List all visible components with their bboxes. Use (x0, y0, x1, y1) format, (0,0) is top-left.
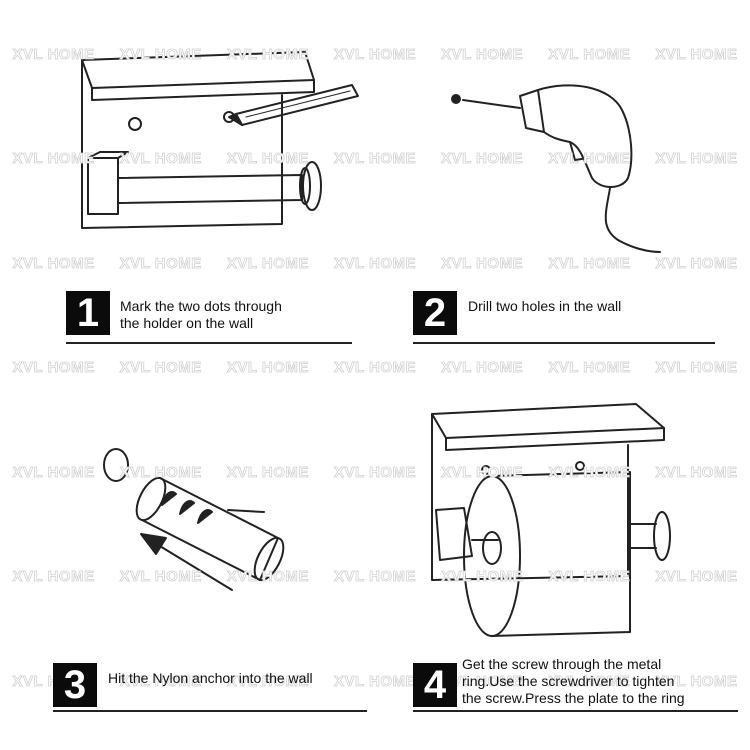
panel-2-illustration (451, 84, 661, 253)
step-3-number: 3 (53, 663, 97, 707)
step-4-line: ring.Use the screwdriver to tighten (462, 673, 675, 689)
panel-1-illustration (81, 51, 359, 229)
step-3-line: Hit the Nylon anchor into the wall (108, 670, 313, 686)
step-3-divider (53, 710, 367, 712)
panel-4-illustration (431, 403, 671, 637)
step-2-divider (413, 342, 715, 344)
panel-3-illustration (103, 448, 285, 591)
step-2-number: 2 (413, 291, 457, 335)
step-1-line: the holder on the wall (120, 315, 254, 331)
step-4-text: Get the screw through the metal ring.Use… (462, 656, 685, 707)
step-4-divider (413, 710, 738, 712)
step-3-text: Hit the Nylon anchor into the wall (108, 670, 313, 687)
step-4-line: the screw.Press the plate to the ring (462, 690, 685, 706)
step-4-number: 4 (413, 663, 457, 707)
step-2-line: Drill two holes in the wall (468, 298, 622, 314)
step-2-text: Drill two holes in the wall (468, 298, 621, 315)
step-4-line: Get the screw through the metal (462, 656, 662, 672)
step-1-text: Mark the two dots through the holder on … (120, 298, 282, 332)
step-1-number: 1 (66, 291, 110, 335)
step-1-line: Mark the two dots through (120, 298, 282, 314)
step-1-divider (66, 342, 352, 344)
